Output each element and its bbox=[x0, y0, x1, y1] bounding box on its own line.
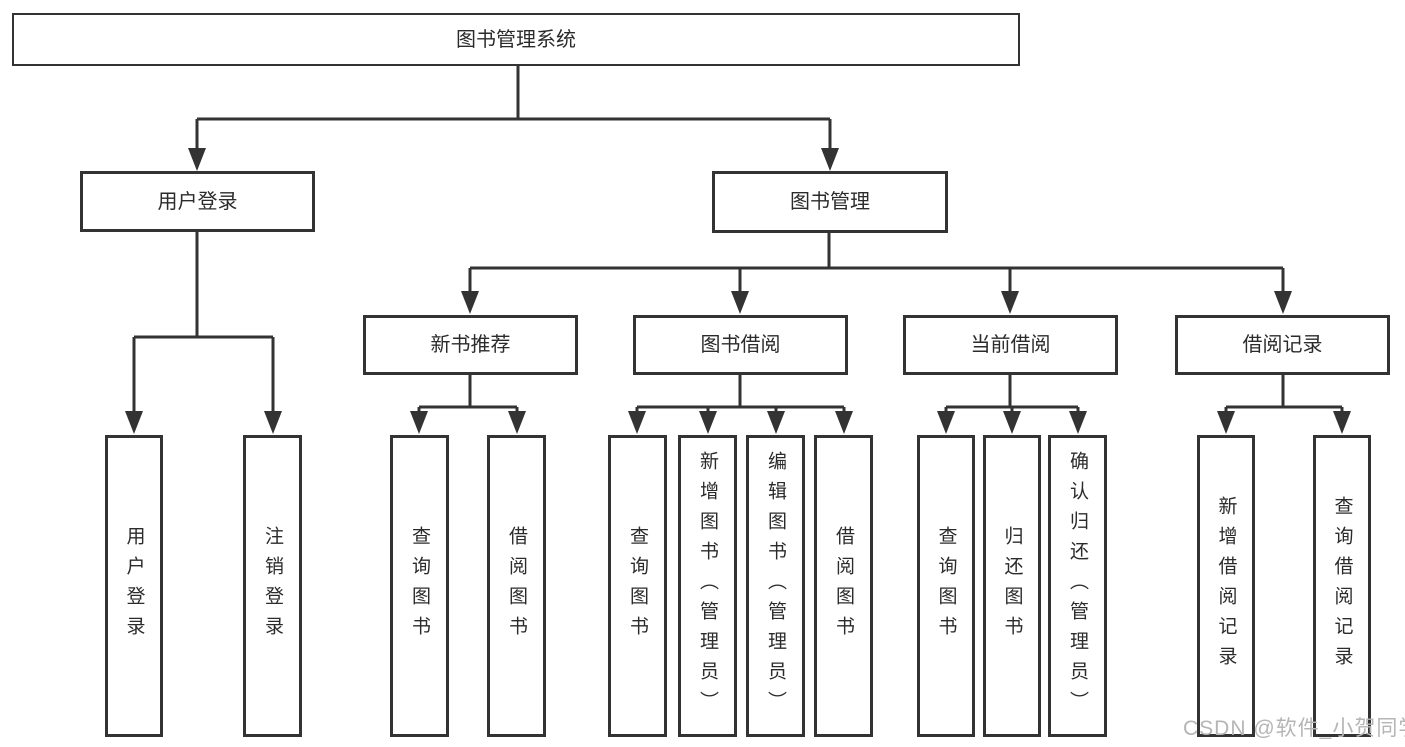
leaf-add-book-admin: 新增图书（管理员） bbox=[678, 435, 737, 737]
node-current-borrowing: 当前借阅 bbox=[903, 315, 1118, 375]
node-new-book-recommendation: 新书推荐 bbox=[363, 315, 578, 375]
node-library-management-system: 图书管理系统 bbox=[12, 13, 1020, 66]
leaf-query-books-current: 查询图书 bbox=[917, 435, 975, 737]
tree-connector-lines bbox=[132, 66, 1344, 413]
arrowheads bbox=[125, 148, 1351, 434]
leaf-edit-book-admin: 编辑图书（管理员） bbox=[746, 435, 805, 737]
leaf-query-borrow-record: 查询借阅记录 bbox=[1313, 435, 1371, 737]
leaf-confirm-return-admin: 确认归还（管理员） bbox=[1048, 435, 1107, 737]
leaf-logout: 注销登录 bbox=[243, 435, 302, 737]
watermark: CSDN @软件_小贺同学 bbox=[1183, 717, 1405, 740]
node-book-borrowing: 图书借阅 bbox=[633, 315, 848, 375]
leaf-borrow-books-borrowing: 借阅图书 bbox=[814, 435, 873, 737]
leaf-query-books-borrowing: 查询图书 bbox=[608, 435, 667, 737]
leaf-user-login: 用户登录 bbox=[105, 435, 163, 737]
leaf-query-books-recommend: 查询图书 bbox=[390, 435, 449, 737]
node-user-login: 用户登录 bbox=[80, 171, 315, 232]
node-book-management: 图书管理 bbox=[712, 171, 948, 233]
leaf-return-books: 归还图书 bbox=[983, 435, 1041, 737]
node-borrowing-records: 借阅记录 bbox=[1175, 315, 1390, 375]
leaf-add-borrow-record: 新增借阅记录 bbox=[1197, 435, 1255, 737]
leaf-borrow-books-recommend: 借阅图书 bbox=[487, 435, 546, 737]
